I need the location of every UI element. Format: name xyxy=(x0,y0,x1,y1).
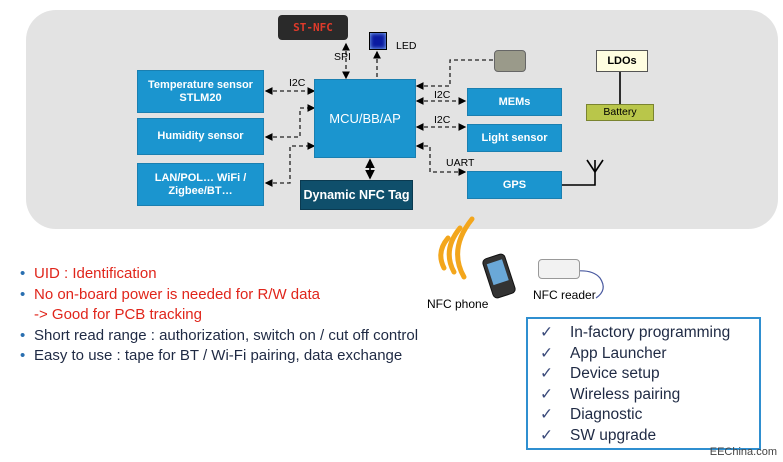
check-icon: ✓ xyxy=(540,406,553,423)
gps-block: GPS xyxy=(467,171,562,199)
battery-block: Battery xyxy=(586,104,654,121)
check-icon: ✓ xyxy=(540,426,553,444)
led-display: ST-NFC xyxy=(278,15,348,40)
bullet-item: •Easy to use : tape for BT / Wi-Fi pairi… xyxy=(20,347,403,364)
wireless-module-block: LAN/POL… WiFi / Zigbee/BT… xyxy=(137,163,264,206)
nfc-reader-label: NFC reader xyxy=(533,288,596,302)
nfc-wave-icon xyxy=(438,216,475,280)
bullet-item: •Short read range : authorization, switc… xyxy=(20,326,419,344)
checklist-item: ✓Device setup xyxy=(540,364,759,385)
bullet-item: •UID : Identification xyxy=(20,265,157,282)
i2c-left-label: I2C xyxy=(289,77,306,89)
check-icon: ✓ xyxy=(540,365,553,382)
led-display-text: ST-NFC xyxy=(293,21,333,34)
temperature-sensor-block: Temperature sensor STLM20 xyxy=(137,70,264,113)
i2c-mems-label: I2C xyxy=(434,89,451,101)
led-label: LED xyxy=(396,40,417,52)
uart-label: UART xyxy=(446,157,475,169)
light-sensor-block: Light sensor xyxy=(467,124,562,152)
led-icon xyxy=(369,32,387,50)
nfc-phone-label: NFC phone xyxy=(427,297,489,311)
bullet-item: -> Good for PCB tracking xyxy=(34,306,202,323)
mcu-block: MCU/BB/AP xyxy=(314,79,416,158)
ldos-block: LDOs xyxy=(596,50,648,72)
i2c-light-label: I2C xyxy=(434,114,451,126)
spi-label: SPI xyxy=(334,51,351,63)
bullet-item: •No on-board power is needed for R/W dat… xyxy=(20,285,320,303)
dynamic-nfc-tag-block: Dynamic NFC Tag xyxy=(300,180,413,210)
feature-bullet-list: •UID : Identification •No on-board power… xyxy=(20,264,440,367)
checklist-item: ✓Diagnostic xyxy=(540,405,759,426)
checklist-item: ✓In-factory programming xyxy=(540,323,759,344)
checklist-item: ✓App Launcher xyxy=(540,344,759,365)
check-icon: ✓ xyxy=(540,385,553,403)
check-icon: ✓ xyxy=(540,324,553,341)
mems-chip-icon xyxy=(494,50,526,72)
checklist-item: ✓Wireless pairing xyxy=(540,385,759,406)
watermark: EEChina.com xyxy=(709,446,777,458)
nfc-reader-icon xyxy=(538,259,580,279)
checklist-item: ✓SW upgrade xyxy=(540,426,759,447)
mems-block: MEMs xyxy=(467,88,562,116)
use-case-checklist: ✓In-factory programming ✓App Launcher ✓D… xyxy=(526,317,761,450)
check-icon: ✓ xyxy=(540,344,553,362)
humidity-sensor-block: Humidity sensor xyxy=(137,118,264,155)
